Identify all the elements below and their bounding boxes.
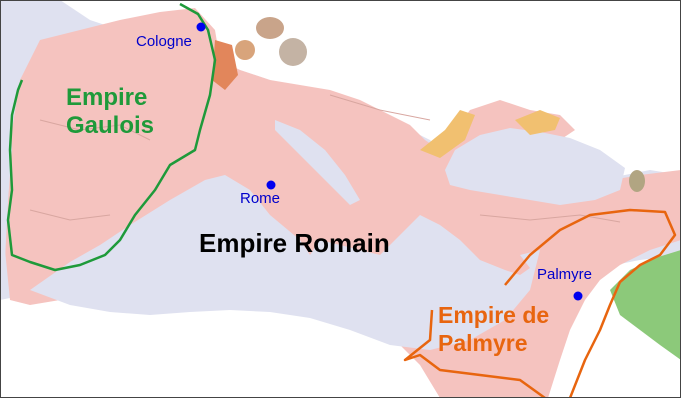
- tribe-blob-6: [420, 110, 475, 158]
- tribe-blob-1: [256, 17, 284, 39]
- tribe-blob-2: [279, 38, 307, 66]
- city-label-rome: Rome: [240, 190, 281, 207]
- cologne-dot: [196, 22, 206, 32]
- gallic-empire-label: Empire Gaulois: [66, 84, 155, 139]
- city-label-palmyra: Palmyre: [537, 266, 593, 283]
- atlantic-ocean: [0, 0, 60, 300]
- mediterranean-sea: [30, 175, 540, 350]
- river-2: [29, 209, 111, 221]
- tribe-blob-4: [212, 40, 238, 90]
- river-3: [329, 94, 431, 121]
- palmyrene-empire-label: Empire de Palmyre: [438, 302, 550, 356]
- tribe-blob-3: [235, 40, 255, 60]
- gallic-empire-border: [6, 2, 217, 272]
- palmyra-dot: [573, 291, 583, 301]
- black-sea: [445, 128, 625, 205]
- tribe-blob-7: [515, 110, 560, 135]
- persia-territory: [610, 250, 681, 360]
- adriatic-sea: [275, 120, 360, 205]
- roman-empire-label: Empire Romain: [199, 228, 390, 258]
- city-label-cologne: Cologne: [136, 33, 192, 50]
- tribe-blob-5: [629, 170, 645, 192]
- river-4: [479, 214, 621, 223]
- rome-dot: [266, 180, 276, 190]
- palmyrene-empire-border: [403, 208, 677, 398]
- river-1: [39, 119, 151, 141]
